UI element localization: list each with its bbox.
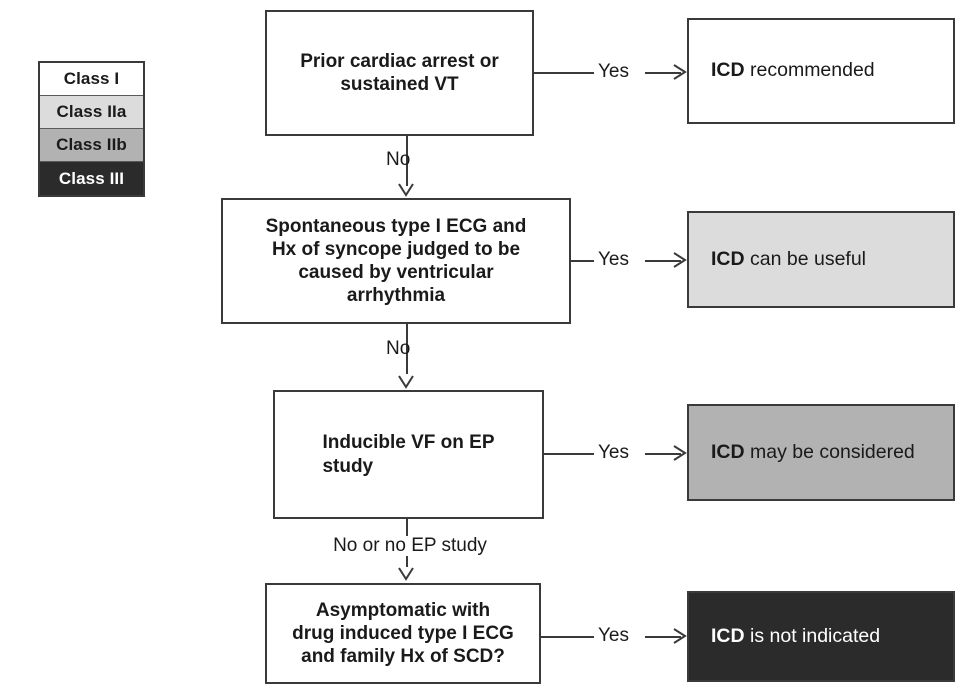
arrowhead-to-q4 xyxy=(398,567,414,581)
edge-label-yes-2: Yes xyxy=(594,250,633,269)
decision-line-3: and family Hx of SCD? xyxy=(301,646,505,668)
outcome-rest: recommended xyxy=(744,59,875,82)
arrowhead-to-o3 xyxy=(673,445,687,461)
decision-line-2: drug induced type I ECG xyxy=(292,622,514,644)
legend-item-class-i: Class I xyxy=(40,63,143,96)
decision-line-1: Inducible VF on EP xyxy=(322,432,495,454)
decision-text: Prior cardiac arrest or sustained VT xyxy=(294,50,505,96)
decision-line-4: arrhythmia xyxy=(346,285,446,307)
edge-label-yes-4: Yes xyxy=(594,626,633,645)
connector-q2-to-o2-left xyxy=(571,260,597,262)
edge-label-no-or-no-ep-study: No or no EP study xyxy=(316,536,504,555)
edge-label-yes-3: Yes xyxy=(594,443,633,462)
outcome-box-icd-can-be-useful: ICD can be useful xyxy=(687,211,955,308)
edge-label-no-2: No xyxy=(386,338,411,359)
outcome-rest: is not indicated xyxy=(744,624,881,647)
connector-q3-to-q4-lower xyxy=(406,556,408,567)
connector-q4-to-o4-left xyxy=(541,636,597,638)
legend-label: Class IIa xyxy=(56,102,127,121)
outcome-strong: ICD xyxy=(711,440,745,463)
decision-text: Inducible VF on EP study xyxy=(316,431,500,477)
outcome-box-icd-is-not-indicated: ICD is not indicated xyxy=(687,591,955,682)
decision-line-2: study xyxy=(322,455,374,477)
decision-line-1: Spontaneous type I ECG and xyxy=(265,215,527,237)
decision-box-inducible-vf-ep-study: Inducible VF on EP study xyxy=(273,390,544,519)
legend-label: Class IIb xyxy=(56,135,127,154)
outcome-text: ICD recommended xyxy=(689,59,953,83)
decision-box-asymptomatic-drug-induced: Asymptomatic with drug induced type I EC… xyxy=(265,583,541,684)
arrowhead-to-o4 xyxy=(673,628,687,644)
recommendation-class-legend: Class I Class IIa Class IIb Class III xyxy=(38,61,145,197)
connector-q1-to-o1-right xyxy=(645,72,681,74)
decision-box-prior-cardiac-arrest: Prior cardiac arrest or sustained VT xyxy=(265,10,534,136)
legend-item-class-iib: Class IIb xyxy=(40,129,143,162)
connector-q3-to-o3-right xyxy=(645,453,681,455)
arrowhead-to-q3 xyxy=(398,375,414,389)
decision-line-1: Prior cardiac arrest or xyxy=(300,50,499,72)
outcome-box-icd-may-be-considered: ICD may be considered xyxy=(687,404,955,501)
decision-line-2: Hx of syncope judged to be xyxy=(271,238,521,260)
outcome-rest: can be useful xyxy=(744,247,867,270)
connector-q2-to-o2-right xyxy=(645,260,681,262)
edge-label-yes-1: Yes xyxy=(594,62,633,81)
outcome-text: ICD may be considered xyxy=(689,441,953,465)
decision-line-2: sustained VT xyxy=(340,74,459,95)
decision-box-spontaneous-type-i-ecg: Spontaneous type I ECG and Hx of syncope… xyxy=(221,198,571,324)
connector-q3-to-q4 xyxy=(406,519,408,545)
outcome-strong: ICD xyxy=(711,624,745,647)
legend-label: Class III xyxy=(58,168,125,188)
outcome-text: ICD can be useful xyxy=(689,248,953,272)
outcome-strong: ICD xyxy=(711,59,745,82)
outcome-rest: may be considered xyxy=(744,440,915,463)
decision-text: Asymptomatic with drug induced type I EC… xyxy=(286,599,520,669)
outcome-strong: ICD xyxy=(711,247,745,270)
arrowhead-to-q2 xyxy=(398,183,414,197)
legend-item-class-iia: Class IIa xyxy=(40,96,143,129)
legend-label: Class I xyxy=(63,69,120,88)
legend-item-class-iii: Class III xyxy=(40,162,143,195)
arrowhead-to-o2 xyxy=(673,252,687,268)
outcome-box-icd-recommended: ICD recommended xyxy=(687,18,955,124)
decision-text: Spontaneous type I ECG and Hx of syncope… xyxy=(260,215,533,308)
edge-label-no-1: No xyxy=(386,149,411,170)
connector-q2-to-q3 xyxy=(406,324,408,374)
connector-q4-to-o4-right xyxy=(645,636,681,638)
decision-line-1: Asymptomatic with xyxy=(315,599,491,621)
arrowhead-to-o1 xyxy=(673,64,687,80)
connector-q3-to-o3-left xyxy=(544,453,597,455)
connector-q1-to-o1-left xyxy=(534,72,597,74)
outcome-text: ICD is not indicated xyxy=(689,625,953,649)
decision-line-3: caused by ventricular xyxy=(298,262,494,283)
connector-q1-to-q2 xyxy=(406,136,408,186)
